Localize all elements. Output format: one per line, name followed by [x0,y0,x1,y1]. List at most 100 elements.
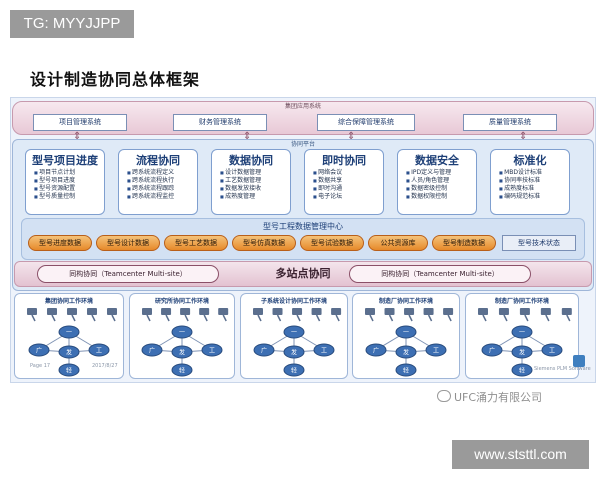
workstation-icon [384,308,395,322]
module-title: 数据安全 [415,154,459,167]
footer-page: Page 17 [30,363,51,369]
module-instant-collab: 即时协同 网络会议 数据共享 即时沟通 电子论坛 [304,149,384,215]
module-item: 编码规范标准 [499,193,569,201]
workstation-icon [47,308,57,322]
network-node-label: 工 [433,348,439,355]
page-title: 设计制造协同总体框架 [30,70,201,89]
env-group: 集团协同工作环境 一广发工轻 [14,293,124,379]
integration-band: 集团应用系统 项目管理系统 财务管理系统 综合保障管理系统 质量管理系统 [12,101,594,135]
network-node-label: 广 [149,347,155,355]
network-node [511,363,533,377]
env-institute: 研究所协同工作环境 一广发工轻 [129,293,235,379]
network-node [283,345,305,359]
network-node-label: 广 [261,347,267,355]
env-factory-b: 制造厂协同工作环境 一广发工轻 [465,293,579,379]
workstation-icon [443,308,454,322]
network-node [283,325,305,339]
workstation-icon [498,308,509,322]
network-node-label: 轻 [291,367,297,375]
module-item: 型号资源配置 [34,185,104,193]
network-node-label: 工 [321,348,327,355]
workstation-icon [142,308,152,322]
data-pill: 型号试验数据 [300,235,364,251]
network-node [58,345,80,359]
workstation-icon [561,308,572,322]
integration-label: 集团应用系统 [284,103,321,110]
system-quality: 质量管理系统 [463,114,557,131]
workstation-icon [519,308,530,322]
module-item: 项目节点计划 [34,169,104,177]
module-item: 数据共享 [313,177,383,185]
network-node-label: 发 [179,349,185,357]
network-node-label: 轻 [519,367,525,375]
workstation-icon [27,308,37,322]
module-title: 标准化 [513,154,547,167]
module-item: 设计数据管理 [220,169,290,177]
env-network-diagram: 一广发工轻 [478,308,572,377]
env-title: 制造厂协同工作环境 [494,298,549,305]
network-node [171,325,193,339]
network-node [88,343,110,357]
env-title: 研究所协同工作环境 [154,298,209,305]
module-title: 即时协同 [322,154,366,167]
network-node-label: 工 [96,348,102,355]
module-item: IPD定义与管理 [406,169,476,177]
network-node [541,343,563,357]
module-item: 协同率技标准 [499,177,569,185]
module-item: 型号项目进度 [34,177,104,185]
env-title: 集团协同工作环境 [44,298,93,305]
workstation-icon [161,308,172,322]
env-network-diagram: 一广发工轻 [253,308,342,377]
module-item: 数据密级控制 [406,185,476,193]
network-node [171,363,193,377]
network-node [395,363,417,377]
workstation-icon [218,308,229,322]
network-node [511,325,533,339]
footer-brand: Siemens PLM Software [534,366,591,372]
footer-date: 2017/8/27 [92,363,118,369]
network-node [365,343,387,357]
multisite-title: 多站点协同 [275,267,331,280]
env-network-diagram: 一广发工轻 [141,308,229,377]
data-pill: 型号制造数据 [432,235,496,251]
workstation-icon [67,308,77,322]
network-node-label: 发 [403,349,409,357]
module-item: 成熟度标准 [499,185,569,193]
workstation-icon [423,308,434,322]
network-node-label: 广 [373,347,379,355]
network-node-label: 一 [519,330,525,337]
data-management-center: 型号工程数据管理中心 型号进度数据 型号设计数据 型号工艺数据 型号仿真数据 型… [21,218,585,260]
data-pill: 型号设计数据 [96,235,160,251]
env-network-diagram: 一广发工轻 [365,308,454,377]
module-title: 流程协同 [136,154,180,167]
module-item: 工艺数据管理 [220,177,290,185]
network-node [28,343,50,357]
network-node-label: 广 [489,347,495,355]
data-pill: 型号工艺数据 [164,235,228,251]
workstation-icon [292,308,303,322]
module-item: 人员/角色管理 [406,177,476,185]
module-item: 跨系统流程监控 [127,193,197,201]
network-node [253,343,275,357]
platform-label: 协同平台 [290,141,315,148]
module-item: 跨系统流程跟踪 [127,185,197,193]
wechat-icon [437,390,451,402]
workstation-icon [87,308,97,322]
module-item: 即时沟通 [313,185,383,193]
module-process-collab: 流程协同 跨系统流程定义 跨系统流程执行 跨系统流程跟踪 跨系统流程监控 [118,149,198,215]
module-item: 跨系统流程执行 [127,177,197,185]
module-data-collab: 数据协同 设计数据管理 工艺数据管理 数据发放接收 成熟度管理 [211,149,291,215]
network-node [313,343,335,357]
network-node [171,345,193,359]
workstation-icon [311,308,322,322]
workstation-icon [107,308,117,322]
homogeneous-collab-right: 同构协同（Teamcenter Multi-site） [349,265,531,283]
module-item: 跨系统流程定义 [127,169,197,177]
data-pill: 公共资源库 [368,235,428,251]
network-node [141,343,163,357]
network-node-label: 工 [209,348,215,355]
network-node [58,325,80,339]
env-title: 子系统设计协同工作环境 [260,298,327,305]
workstation-icon [331,308,342,322]
env-subsystem: 子系统设计协同工作环境 一广发工轻 [240,293,348,379]
